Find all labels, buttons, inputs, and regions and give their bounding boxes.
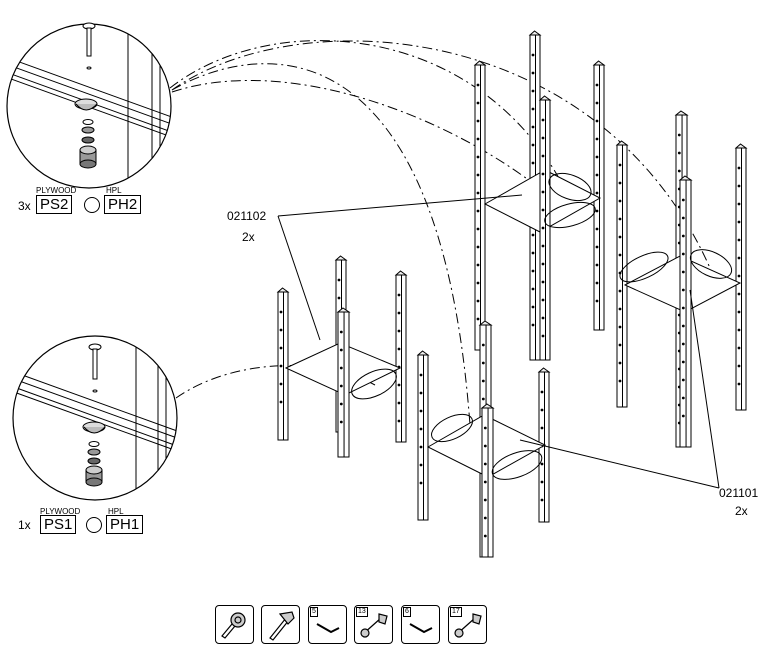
plywood-label: PLYWOOD — [40, 507, 81, 516]
post — [473, 60, 487, 351]
post — [336, 307, 351, 458]
post — [678, 175, 693, 448]
swap-icon — [84, 197, 100, 213]
hpl-code-box: PH1 — [106, 515, 144, 534]
hammer-icon — [261, 605, 300, 644]
part-number-label: 021101 — [719, 486, 759, 500]
swap-icon — [86, 517, 102, 533]
part-quantity-label: 2x — [242, 230, 255, 244]
hpl-code-box: PH2 — [104, 195, 142, 214]
tower-structures — [276, 30, 748, 558]
detail-circle-top — [6, 22, 172, 189]
post — [276, 287, 290, 441]
post — [480, 403, 495, 558]
hpl-label: HPL — [106, 186, 122, 195]
quantity-label: 3x — [18, 199, 31, 213]
plywood-label: PLYWOOD — [36, 186, 77, 195]
quantity-label: 1x — [18, 518, 31, 532]
allen-key-icon: 5 — [308, 605, 347, 644]
post — [416, 350, 430, 521]
post — [394, 270, 408, 443]
tool-size-label: 5 — [310, 607, 318, 617]
allen-key-icon: 6 — [401, 605, 440, 644]
detail-circle-bottom — [12, 335, 178, 501]
post — [615, 140, 629, 408]
tool-size-label: 13 — [356, 607, 368, 617]
plywood-code-box: PS1 — [40, 515, 77, 534]
tool-size-label: 17 — [450, 607, 462, 617]
connection-highlights — [351, 172, 733, 480]
plywood-code-box: PS2 — [36, 195, 73, 214]
wrench-icon: 17 — [448, 605, 487, 644]
callout-leaders — [277, 194, 720, 489]
part-number-label: 021102 — [227, 209, 267, 223]
post — [734, 143, 748, 411]
tool-size-label: 6 — [403, 607, 411, 617]
tape-measure-icon — [215, 605, 254, 644]
post — [538, 95, 552, 361]
part-quantity-label: 2x — [735, 504, 748, 518]
hpl-label: HPL — [108, 507, 124, 516]
wrench-icon: 13 — [354, 605, 393, 644]
